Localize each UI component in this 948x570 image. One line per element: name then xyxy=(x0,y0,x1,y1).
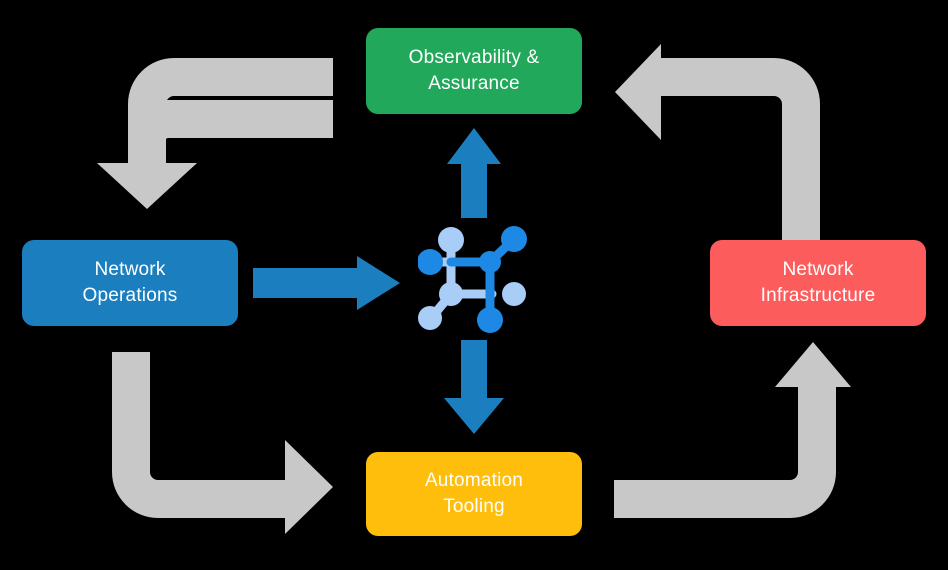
icon-secondary-nodes xyxy=(418,227,526,330)
icon-primary-edges xyxy=(446,234,519,325)
icon-secondary-edges xyxy=(425,235,497,322)
node-label: Automation Tooling xyxy=(424,470,524,517)
node-label: Network Operations xyxy=(82,259,178,306)
node-observability-assurance[interactable]: Observability & Assurance xyxy=(366,28,582,114)
blue-arrow-center-to-automation xyxy=(444,340,504,434)
gray-arrow-operations-to-automation xyxy=(112,352,333,534)
node-network-infrastructure[interactable]: Network Infrastructure xyxy=(710,240,926,326)
icon-primary-nodes xyxy=(418,226,527,333)
blue-arrow-operations-to-center xyxy=(253,256,400,310)
node-label: Observability & Assurance xyxy=(408,47,540,94)
gray-arrow-infrastructure-to-observability xyxy=(615,44,820,240)
node-automation-tooling[interactable]: Automation Tooling xyxy=(366,452,582,536)
gray-arrow-automation-to-infrastructure xyxy=(614,342,851,518)
network-topology-icon xyxy=(418,226,527,333)
blue-arrow-center-to-observability xyxy=(447,128,501,218)
gray-arrow-top-left-group xyxy=(97,58,333,209)
node-network-operations[interactable]: Network Operations xyxy=(22,240,238,326)
node-label: Network Infrastructure xyxy=(760,259,876,306)
